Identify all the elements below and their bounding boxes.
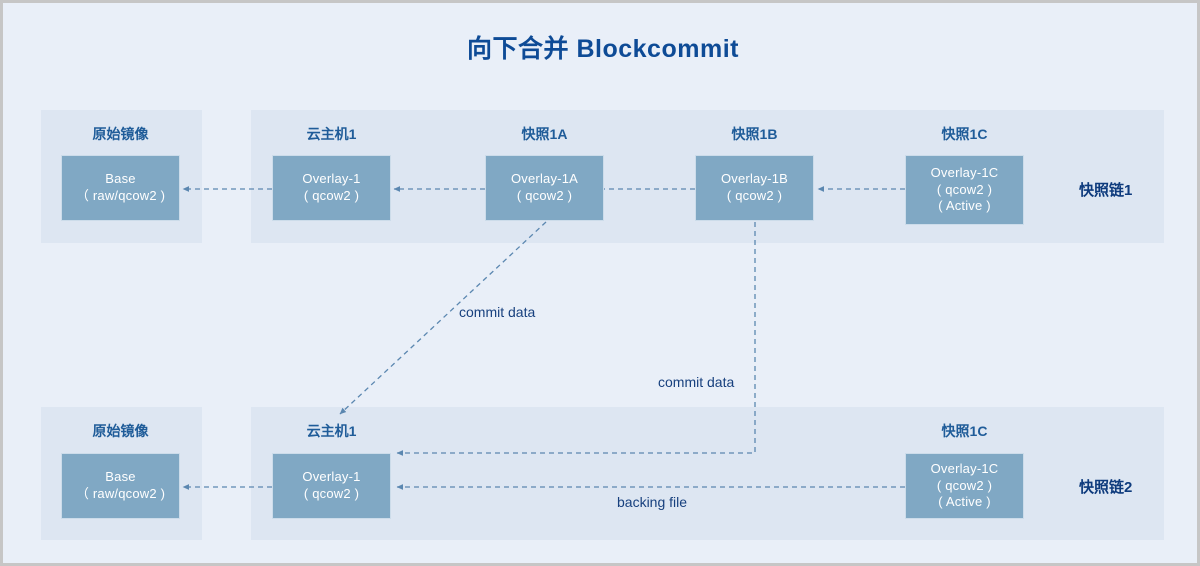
- node-overlay1b: Overlay-1B ( qcow2 ): [695, 155, 814, 221]
- node-base-bottom: Base （ raw/qcow2 ): [61, 453, 180, 519]
- chain-title-bottom: 快照链2: [1079, 479, 1133, 496]
- caption-top-snapshot-1c: 快照1C: [941, 126, 988, 142]
- caption-bottom-snapshot-1c: 快照1C: [941, 423, 988, 439]
- node-overlay1b-line1: Overlay-1B: [720, 171, 789, 187]
- caption-bottom-overlay1: 云主机1: [306, 423, 357, 439]
- node-overlay1-top-line1: Overlay-1: [302, 171, 361, 187]
- node-overlay1a: Overlay-1A ( qcow2 ): [485, 155, 604, 221]
- node-overlay1c-top-line1: Overlay-1C: [930, 165, 999, 181]
- node-overlay1b-line2: ( qcow2 ): [726, 188, 783, 203]
- node-base-top-line2: （ raw/qcow2 ): [75, 188, 166, 203]
- edge-label-commit-data-1: commit data: [459, 304, 536, 320]
- node-overlay1c-top-line3: ( Active ): [938, 198, 991, 214]
- caption-top-base: 原始镜像: [92, 126, 149, 142]
- node-overlay1-top: Overlay-1 ( qcow2 ): [272, 155, 391, 221]
- page-title: 向下合并 Blockcommit: [467, 35, 739, 63]
- node-overlay1c-bottom: Overlay-1C ( qcow2 ) ( Active ): [905, 453, 1024, 519]
- node-overlay1a-line1: Overlay-1A: [510, 171, 579, 187]
- node-base-top: Base （ raw/qcow2 ): [61, 155, 180, 221]
- node-overlay1a-line2: ( qcow2 ): [516, 188, 573, 203]
- edge-label-backing-file: backing file: [617, 494, 688, 510]
- edge-label-commit-data-2: commit data: [658, 374, 735, 390]
- node-base-bottom-line2: （ raw/qcow2 ): [75, 486, 166, 501]
- caption-top-snapshot-1a: 快照1A: [521, 126, 568, 142]
- node-base-bottom-line1: Base: [105, 469, 136, 485]
- node-base-top-line1: Base: [105, 171, 136, 187]
- caption-top-overlay1: 云主机1: [306, 126, 357, 142]
- caption-bottom-base: 原始镜像: [92, 423, 149, 439]
- node-overlay1c-bottom-line1: Overlay-1C: [930, 461, 999, 477]
- node-overlay1c-bottom-line2: ( qcow2 ): [936, 477, 993, 493]
- node-overlay1-bottom-line2: ( qcow2 ): [303, 486, 360, 501]
- caption-top-snapshot-1b: 快照1B: [731, 126, 778, 142]
- node-overlay1-bottom: Overlay-1 ( qcow2 ): [272, 453, 391, 519]
- chain-title-top: 快照链1: [1079, 182, 1133, 199]
- node-overlay1-top-line2: ( qcow2 ): [303, 188, 360, 203]
- node-overlay1c-top: Overlay-1C ( qcow2 ) ( Active ): [905, 155, 1024, 225]
- node-overlay1-bottom-line1: Overlay-1: [302, 469, 361, 485]
- node-overlay1c-top-line2: ( qcow2 ): [936, 181, 993, 197]
- node-overlay1c-bottom-line3: ( Active ): [938, 494, 991, 510]
